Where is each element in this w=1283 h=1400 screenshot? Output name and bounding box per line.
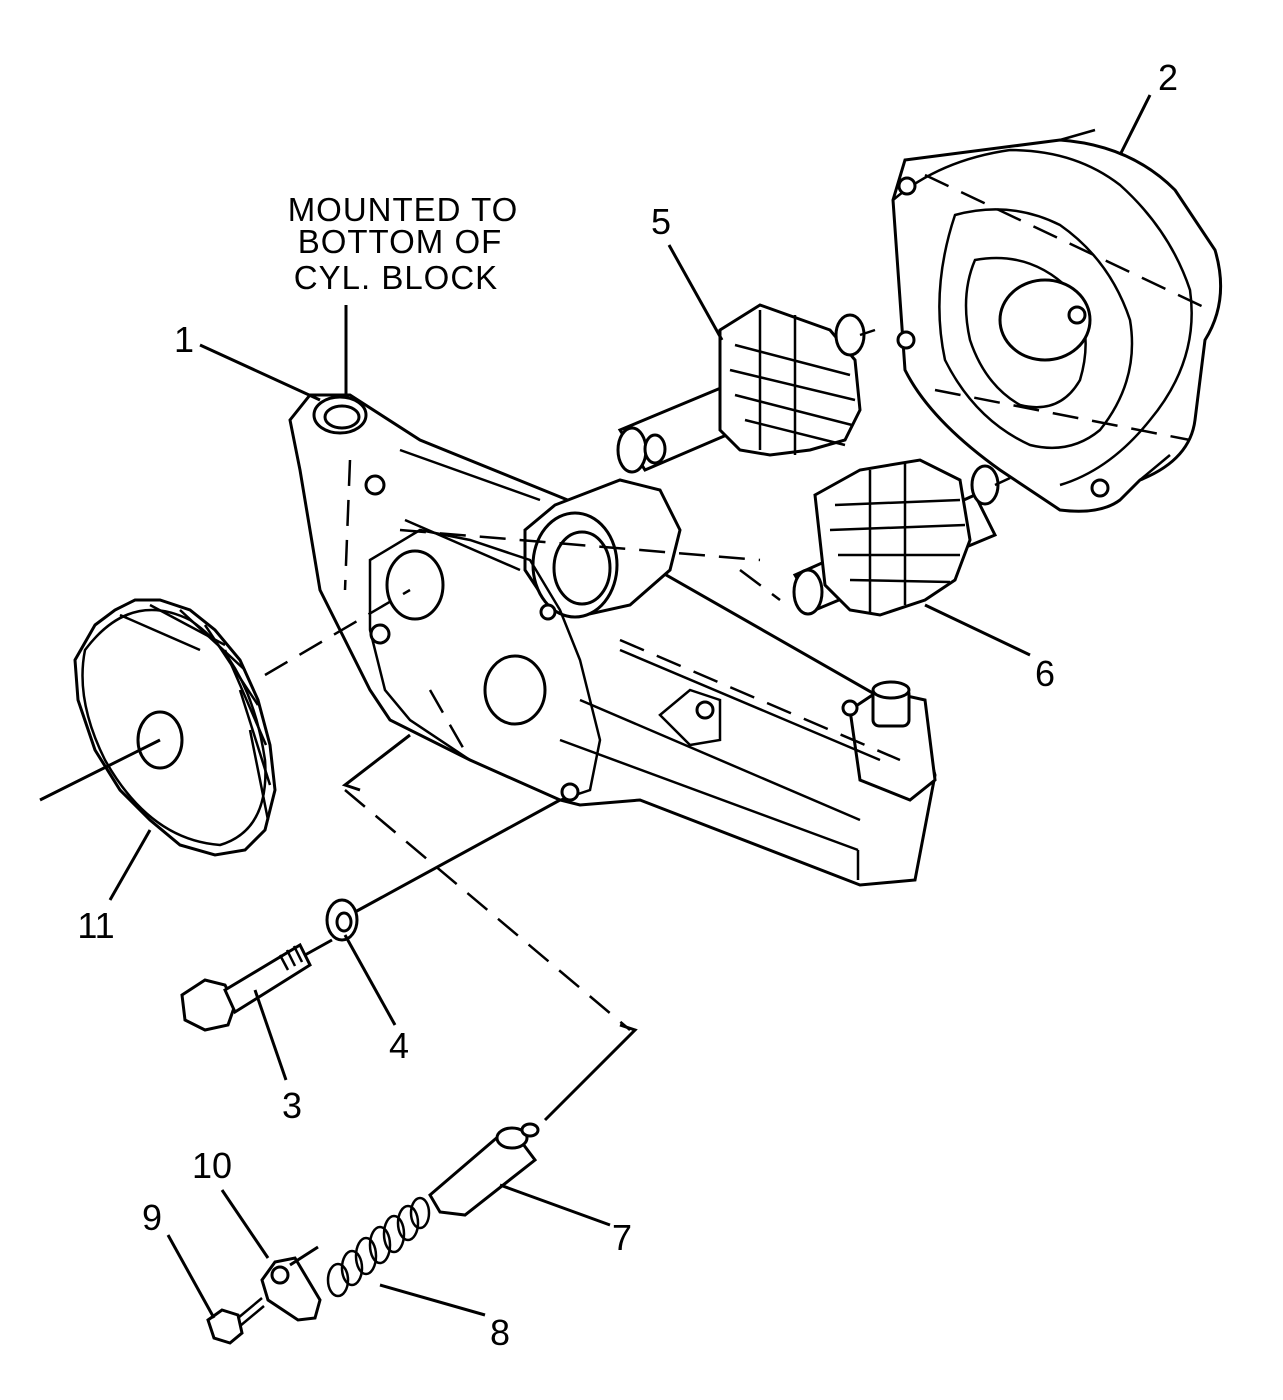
plunger [428, 1122, 540, 1217]
retainer [260, 1245, 322, 1322]
callout-9: 9 [142, 1197, 162, 1238]
bolt [180, 938, 333, 1032]
lower-gear [792, 458, 1011, 617]
callout-11: 11 [77, 905, 114, 946]
callout-5: 5 [651, 201, 671, 242]
callout-6: 6 [1035, 653, 1055, 694]
pump-cover [891, 128, 1223, 513]
leader-lines [108, 94, 1152, 1319]
upper-gear [616, 303, 876, 474]
callout-7: 7 [612, 1217, 632, 1258]
note-line-1: MOUNTED TO [288, 191, 519, 228]
relief-valve-path [341, 733, 638, 1122]
callout-10: 10 [192, 1145, 232, 1186]
drive-gear [39, 588, 411, 857]
callout-numbers: 1 2 3 4 5 6 7 8 9 10 11 [77, 57, 1178, 1353]
note-line-2: BOTTOM OF [298, 223, 503, 260]
callout-4: 4 [389, 1025, 409, 1066]
callout-3: 3 [282, 1085, 302, 1126]
mounting-note: MOUNTED TO BOTTOM OF CYL. BLOCK [288, 191, 519, 420]
callout-8: 8 [490, 1312, 510, 1353]
washer [325, 798, 561, 942]
spring [326, 1196, 431, 1298]
callout-1: 1 [174, 319, 194, 360]
screw [206, 1297, 265, 1345]
note-line-3: CYL. BLOCK [294, 259, 498, 296]
callout-2: 2 [1158, 57, 1178, 98]
pump-body [288, 393, 937, 887]
